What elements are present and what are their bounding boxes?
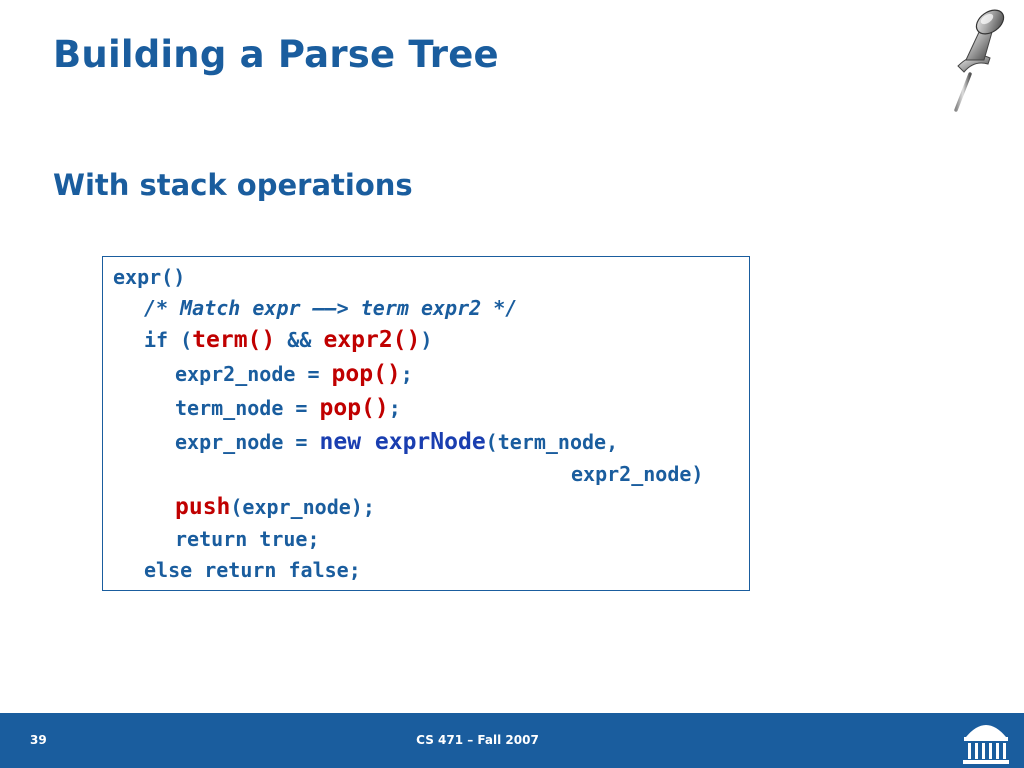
- code-comment: /* Match expr ––> term expr2 */: [144, 296, 518, 320]
- code-text: (expr_node);: [230, 495, 375, 519]
- code-call-term: term(): [192, 327, 276, 353]
- code-text: else return false;: [144, 558, 361, 582]
- code-text: ;: [400, 362, 413, 386]
- code-line-10: else return false;: [144, 558, 361, 582]
- code-line-2: /* Match expr ––> term expr2 */: [144, 296, 517, 320]
- code-text: expr2_node): [571, 462, 704, 486]
- code-text: ): [420, 328, 433, 352]
- code-text: expr_node =: [175, 430, 320, 454]
- code-call-pop: pop(): [331, 361, 401, 387]
- code-line-6: expr_node = new exprNode(term_node,: [175, 430, 618, 454]
- code-line-5: term_node = pop();: [175, 396, 401, 420]
- code-line-3: if (term() && expr2()): [144, 328, 432, 352]
- code-text: if (: [144, 328, 193, 352]
- code-block: expr() /* Match expr ––> term expr2 */ i…: [102, 256, 750, 591]
- slide-subtitle: With stack operations: [53, 168, 413, 202]
- code-text: term_node =: [175, 396, 320, 420]
- code-text: return true;: [175, 527, 320, 551]
- code-line-9: return true;: [175, 527, 320, 551]
- code-call-pop: pop(): [319, 395, 389, 421]
- code-text: ;: [388, 396, 401, 420]
- code-line-8: push(expr_node);: [175, 495, 375, 519]
- footer-bar: 39 CS 471 – Fall 2007: [0, 713, 1024, 768]
- code-call-push: push: [175, 494, 231, 520]
- slide-title: Building a Parse Tree: [53, 33, 499, 76]
- code-line-7: expr2_node): [571, 462, 703, 486]
- pushpin-icon: [954, 9, 1005, 112]
- code-text: &&: [275, 328, 324, 352]
- code-text: (term_node,: [485, 430, 619, 454]
- code-call-expr2: expr2(): [323, 327, 421, 353]
- code-text: expr2_node =: [175, 362, 332, 386]
- code-text: expr(): [113, 265, 186, 289]
- university-rotunda-logo: [963, 725, 1009, 764]
- code-line-1: expr(): [113, 265, 185, 289]
- page-number: 39: [30, 733, 47, 747]
- code-new-exprnode: new exprNode: [319, 429, 486, 455]
- code-line-4: expr2_node = pop();: [175, 362, 413, 386]
- course-label: CS 471 – Fall 2007: [416, 733, 539, 747]
